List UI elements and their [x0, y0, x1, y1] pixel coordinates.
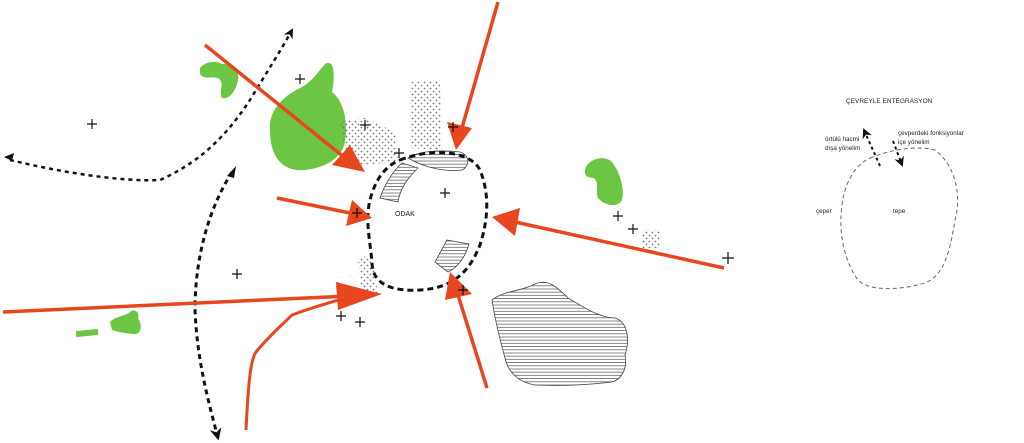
inward-label-line2: içe yönelim	[898, 139, 930, 146]
green-area-bottom-left	[110, 310, 141, 334]
red-arrow-west	[276, 196, 372, 226]
red-arrow-southwest	[2, 282, 382, 314]
red-arrow-north	[447, 1, 500, 150]
dashed-arrow-start-west	[4, 153, 14, 161]
inward-arrow	[892, 140, 904, 167]
red-arrow-south	[445, 272, 489, 389]
dashed-path-north	[9, 28, 294, 182]
green-area-large	[269, 62, 347, 171]
outward-label-line2: dışa yönelim	[825, 145, 860, 152]
focus-label: ODAK	[395, 211, 415, 218]
summit-label: tepe	[893, 208, 906, 215]
hatch-lower	[434, 239, 470, 273]
red-arrow-northwest	[203, 43, 365, 172]
green-area-small-top	[200, 61, 239, 99]
hatch-left	[379, 162, 419, 203]
green-area-right	[584, 158, 623, 206]
green-area-bottom-strip	[75, 328, 99, 338]
red-arrows	[2, 1, 725, 431]
legend-diagram: ÇEVREYLE ENTEGRASYON örtülü hacmi dışa y…	[816, 98, 964, 290]
outward-label-line1: örtülü hacmi	[825, 136, 859, 143]
outward-arrow	[862, 128, 881, 167]
cross-markers	[87, 74, 734, 327]
hatch-large-right	[491, 281, 628, 386]
hatched-areas	[379, 150, 628, 386]
dashed-arrow-start-north	[227, 166, 236, 178]
legend-title: ÇEVREYLE ENTEGRASYON	[846, 98, 933, 105]
inward-label-line1: çevperdeki fonksiyonlar	[898, 130, 964, 137]
red-arrow-east	[492, 208, 725, 270]
red-arrow-curved-south	[244, 286, 370, 431]
dashed-path-south	[193, 171, 234, 441]
edge-label: çeper	[816, 208, 832, 215]
legend-boundary	[840, 147, 959, 290]
focus-boundary	[366, 151, 489, 292]
